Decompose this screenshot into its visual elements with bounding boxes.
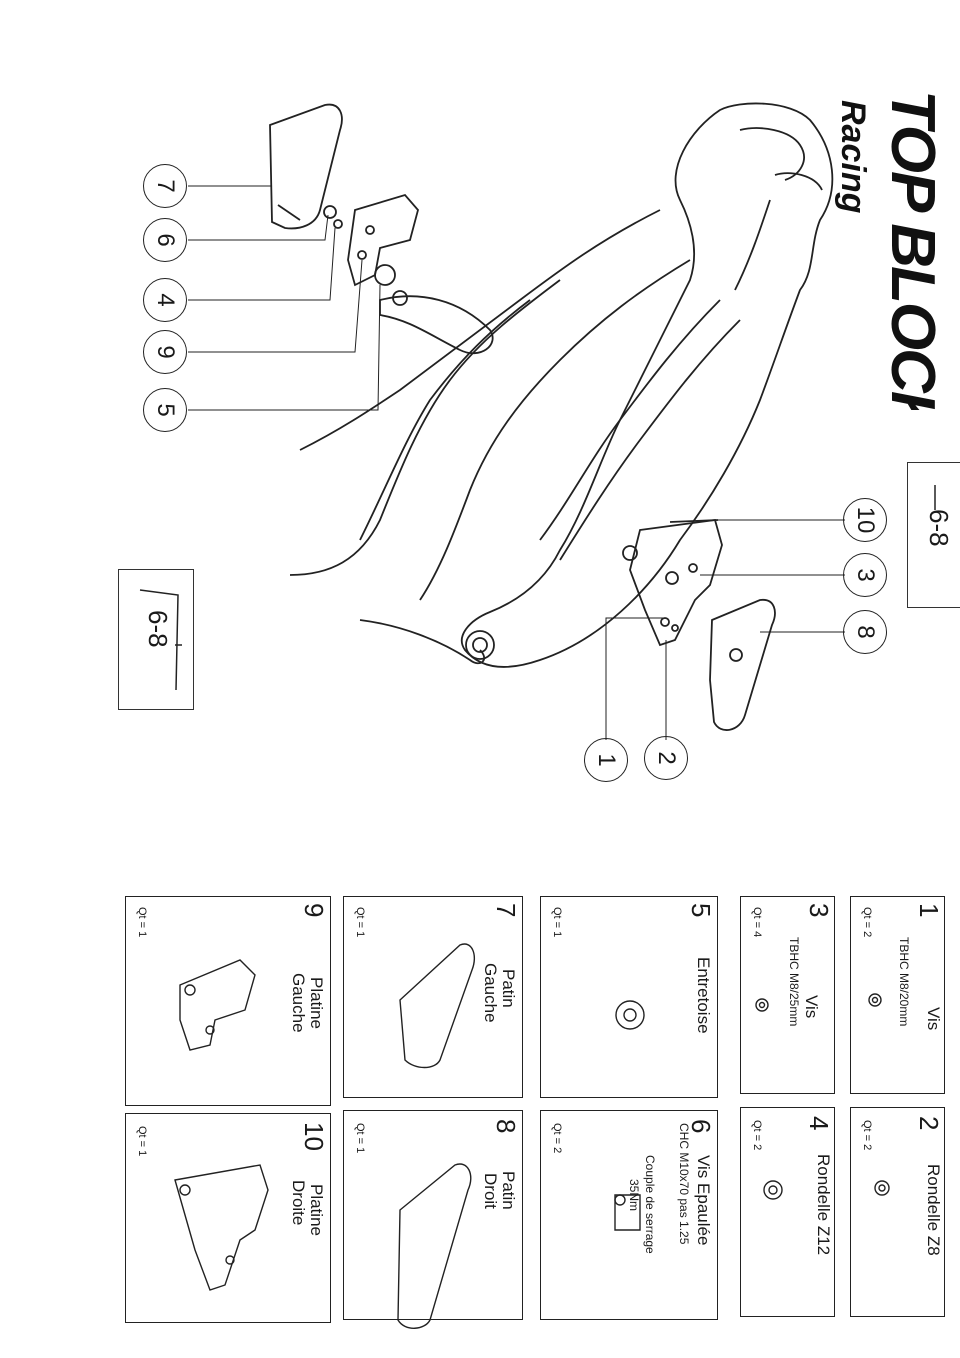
part-illustrations	[174, 943, 890, 1329]
part-cell-7: 7 Patin Gauche Qt = 1	[343, 896, 523, 1098]
part-cell-2: 2 Rondelle Z8 Qt = 2	[850, 1107, 945, 1317]
callout-4: 4	[143, 278, 187, 322]
callout-1: 1	[584, 738, 628, 782]
brand-logo: TOP BLOCK Racing	[830, 20, 950, 410]
brand-name: TOP BLOCK	[878, 90, 947, 410]
part-cell-10: 10 Platine Droite Qt = 1	[125, 1113, 331, 1323]
hex-key-box-top: 6-8	[907, 462, 960, 608]
callout-9: 9	[143, 330, 187, 374]
brand-sub: Racing	[834, 100, 872, 214]
leader-lines	[188, 185, 845, 740]
callout-8: 8	[843, 610, 887, 654]
frame-drawing	[289, 102, 834, 668]
callout-3: 3	[843, 553, 887, 597]
part-cell-1: 1 Vis TBHC M8/20mm Qt = 2	[850, 896, 945, 1094]
callout-7: 7	[143, 164, 187, 208]
part-cell-3: 3 Vis TBHC M8/25mm Qt = 4	[740, 896, 835, 1094]
callout-2: 2	[644, 736, 688, 780]
part-cell-4: 4 Rondelle Z12 Qt = 2	[740, 1107, 835, 1317]
hex-key-box-left: 6-8	[118, 569, 194, 710]
hex-key-label: 6-8	[924, 509, 954, 547]
part-cell-9: 9 Platine Gauche Qt = 1	[125, 896, 331, 1106]
part-cell-8: 8 Patin Droit Qt = 1	[343, 1110, 523, 1320]
hex-key-drawing	[139, 485, 936, 691]
part-cell-6: 6 Vis Epaulée CHC M10x70 pas 1.25 Couple…	[540, 1110, 718, 1320]
callout-5: 5	[143, 388, 187, 432]
callout-10: 10	[843, 498, 887, 542]
callout-6: 6	[143, 218, 187, 262]
part-cell-5: 5 Entretoise Qt = 1	[540, 896, 718, 1098]
right-assembly-drawing	[622, 519, 776, 731]
hex-key-label: 6-8	[143, 610, 173, 648]
left-assembly-drawing	[269, 103, 419, 306]
